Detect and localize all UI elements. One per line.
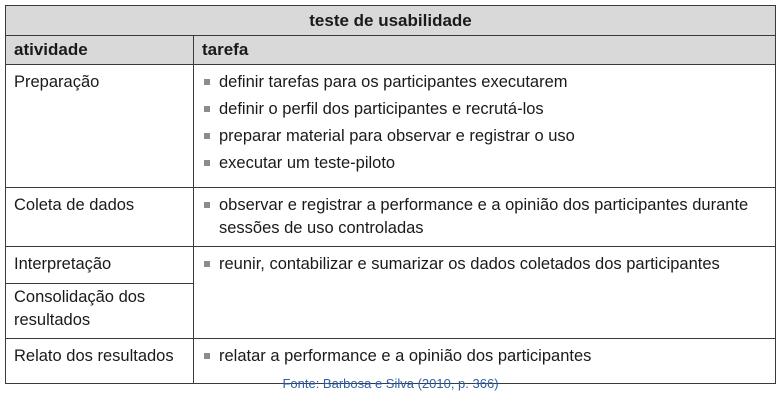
column-header-task: tarefa xyxy=(193,35,776,65)
task-text: definir o perfil dos participantes e rec… xyxy=(219,100,544,118)
task-text: relatar a performance e a opinião dos pa… xyxy=(219,347,592,365)
square-bullet-icon xyxy=(204,261,210,267)
table-title: teste de usabilidade xyxy=(5,5,776,36)
task-text: observar e registrar a performance e a o… xyxy=(219,196,749,237)
table-header-row: atividade tarefa xyxy=(5,35,776,65)
list-item: executar um teste-piloto xyxy=(202,152,767,175)
activity-cell: Coleta de dados xyxy=(5,187,194,247)
source-caption: Fonte: Barbosa e Silva (2010, p. 366) xyxy=(282,376,499,391)
task-text: preparar material para observar e regist… xyxy=(219,127,575,145)
table-row: Consolidação dos resultados xyxy=(5,283,776,339)
square-bullet-icon xyxy=(204,133,210,139)
task-cell: observar e registrar a performance e a o… xyxy=(193,187,776,247)
square-bullet-icon xyxy=(204,353,210,359)
square-bullet-icon xyxy=(204,160,210,166)
activity-cell: Relato dos resultados xyxy=(5,338,194,384)
list-item: reunir, contabilizar e sumarizar os dado… xyxy=(202,253,767,276)
list-item: definir o perfil dos participantes e rec… xyxy=(202,98,767,121)
task-cell: definir tarefas para os participantes ex… xyxy=(193,64,776,188)
task-text: reunir, contabilizar e sumarizar os dado… xyxy=(219,255,720,273)
table-title-row: teste de usabilidade xyxy=(5,5,776,36)
activity-cell: Preparação xyxy=(5,64,194,188)
task-text: executar um teste-piloto xyxy=(219,154,396,172)
table-row: Coleta de dados observar e registrar a p… xyxy=(5,187,776,247)
square-bullet-icon xyxy=(204,202,210,208)
table-row: Interpretação reunir, contabilizar e sum… xyxy=(5,246,776,339)
task-cell: reunir, contabilizar e sumarizar os dado… xyxy=(193,246,776,339)
activity-cell: Consolidação dos resultados xyxy=(5,283,194,339)
task-text: definir tarefas para os participantes ex… xyxy=(219,73,568,91)
table-row: Relato dos resultados relatar a performa… xyxy=(5,338,776,384)
table-row: Preparação definir tarefas para os parti… xyxy=(5,64,776,188)
list-item: definir tarefas para os participantes ex… xyxy=(202,71,767,94)
column-header-activity: atividade xyxy=(5,35,194,65)
usability-test-table: teste de usabilidade atividade tarefa Pr… xyxy=(5,5,776,384)
square-bullet-icon xyxy=(204,106,210,112)
list-item: preparar material para observar e regist… xyxy=(202,125,767,148)
list-item: relatar a performance e a opinião dos pa… xyxy=(202,345,767,368)
activity-cell: Interpretação xyxy=(5,246,194,284)
task-cell: relatar a performance e a opinião dos pa… xyxy=(193,338,776,384)
list-item: observar e registrar a performance e a o… xyxy=(202,194,767,240)
square-bullet-icon xyxy=(204,79,210,85)
